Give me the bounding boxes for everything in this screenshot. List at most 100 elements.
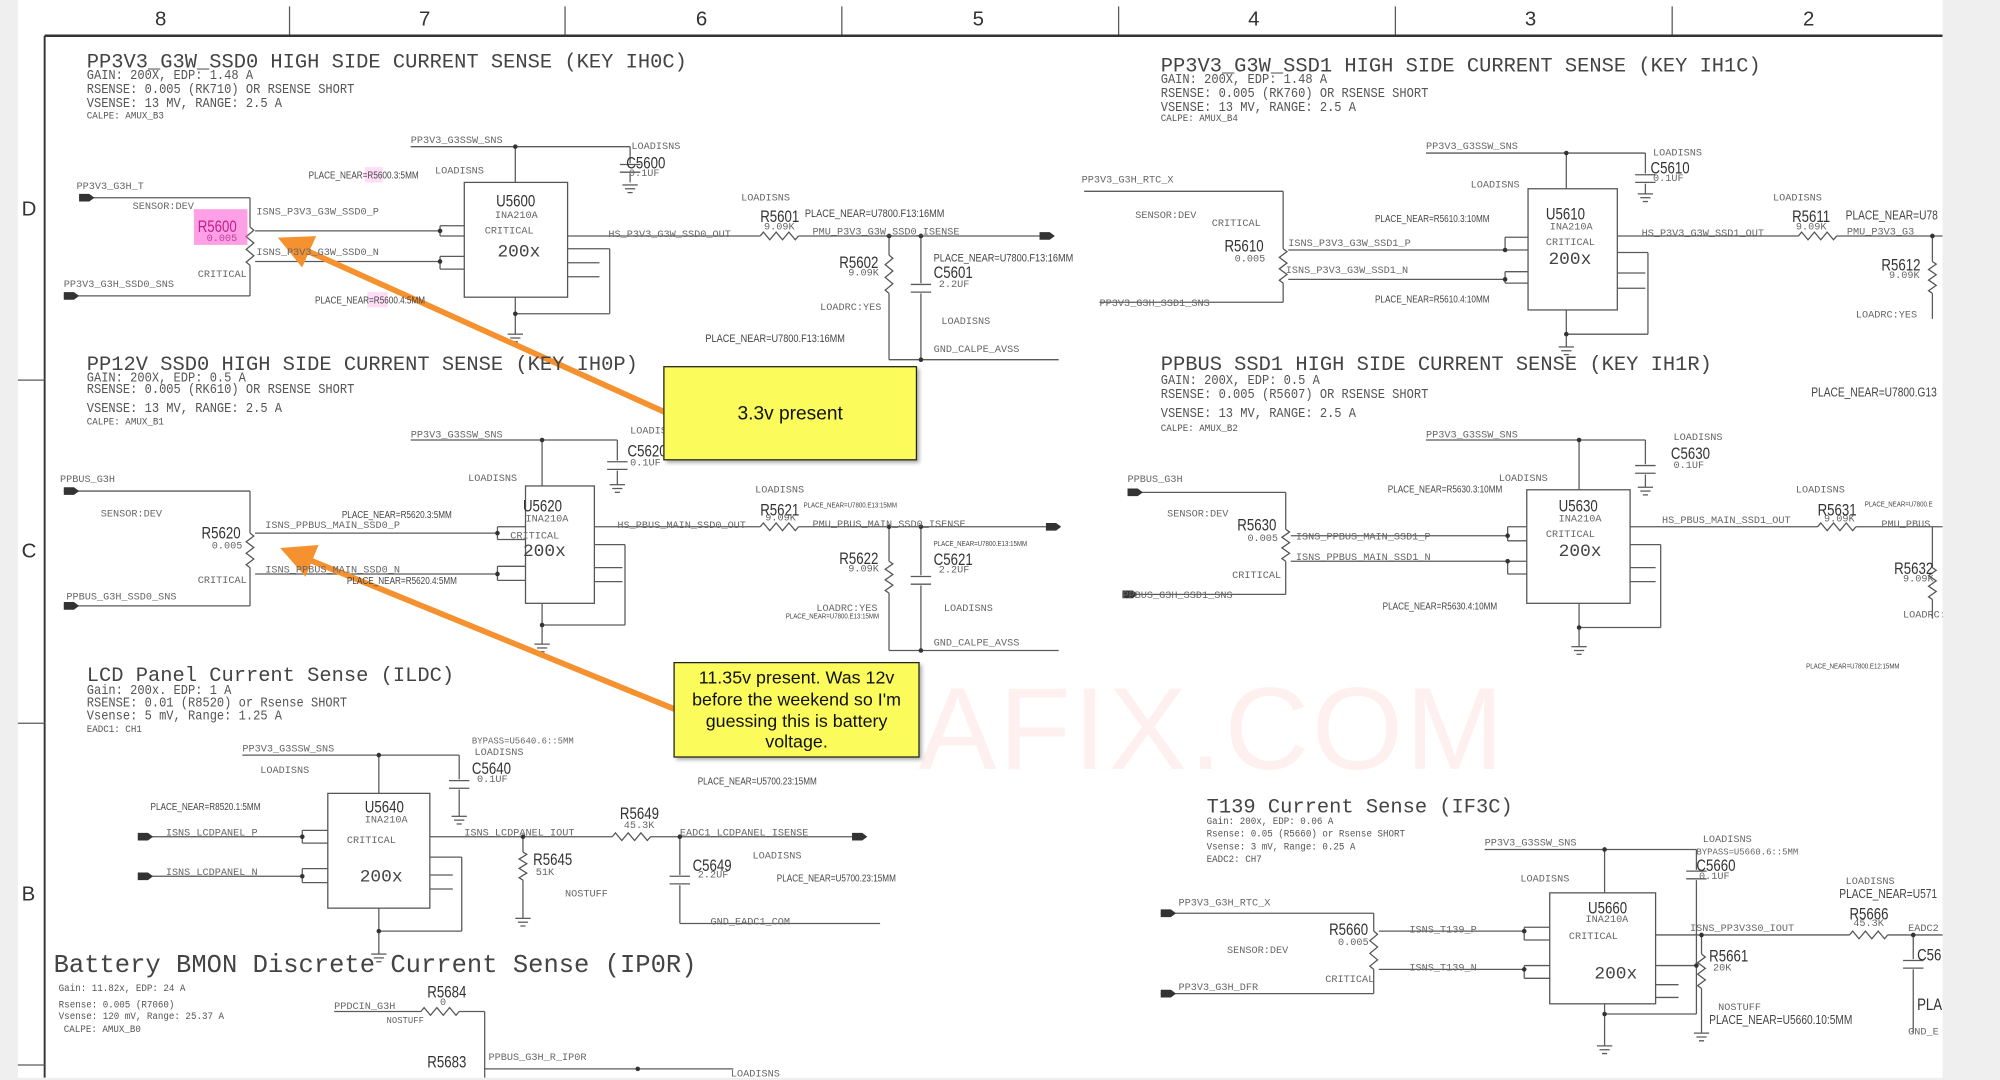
- chip-part: INA210A: [1558, 514, 1602, 526]
- net-label: PLACE_NEAR=R5610.4:10MM: [1374, 293, 1490, 305]
- port-connector: [137, 872, 154, 881]
- chip-ref: U5660: [1587, 897, 1628, 918]
- net-label: PLACE_NEAR=U7800.E13:15MM: [785, 613, 880, 622]
- net-label: ISNS_PPBUS_MAIN_SSD0_N: [265, 565, 401, 577]
- ref-designator: R5620: [201, 522, 241, 543]
- component-value: 9.09K: [848, 563, 879, 576]
- section-title-t139: T139 Current Sense (IF3C): [1206, 795, 1513, 819]
- row-label: D: [21, 198, 37, 221]
- port-connector: [1039, 232, 1055, 240]
- net-label: LOADISNS: [752, 850, 802, 863]
- net-label: HS_PBUS_MAIN_SSD1_OUT: [1661, 515, 1791, 527]
- net-label: ISNS_T139_P: [1409, 924, 1477, 937]
- callout-note-3v3[interactable]: 3.3v present: [663, 366, 918, 461]
- net-label: ISNS_LCDPANEL_N: [165, 867, 258, 879]
- net-label: PP3V3_G3H_SSD1_SNS: [1099, 298, 1210, 310]
- chip-ref: U5600: [496, 191, 536, 211]
- port-connector: [1160, 989, 1177, 998]
- section-note: CALPE: AMUX_B2: [1160, 423, 1238, 435]
- resistor-symbol: [1848, 930, 1889, 940]
- junction-dot: [437, 228, 443, 234]
- section-title-ssd0: PP3V3_G3W_SSD0 HIGH SIDE CURRENT SENSE (…: [86, 51, 687, 74]
- net-label: ISNS_LCDPANEL_IOUT: [464, 827, 575, 840]
- junction-dot: [1505, 558, 1510, 564]
- ref-designator: C5621: [933, 549, 973, 569]
- net-label: PLACE_NEAR=R8520.1:5MM: [150, 801, 261, 813]
- capacitor-gap: [619, 163, 641, 174]
- section-note: EADC1: CH1: [86, 724, 142, 736]
- net-label: PLACE_NEAR=U7800.F13:16MM: [705, 331, 845, 345]
- section-title-bmon: Battery BMON Discrete Current Sense (IP0…: [53, 951, 697, 981]
- net-label: BYPASS=U5640.6::5MM: [471, 737, 574, 748]
- net-label: ISNS_PP3V3S0_IOUT: [1690, 923, 1795, 935]
- highlight-place-near: [364, 167, 383, 183]
- section-note: VSENSE: 13 MV, RANGE: 2.5 A: [86, 401, 283, 418]
- ref-designator: C5660: [1696, 855, 1736, 875]
- capacitor-gap: [1686, 869, 1707, 881]
- net-label: LOADISNS: [631, 141, 681, 154]
- chip-critical: CRITICAL: [346, 835, 396, 847]
- net-label: PP3V3_G3SSW_SNS: [1426, 429, 1518, 442]
- section-title-pp12v: PP12V SSD0 HIGH SIDE CURRENT SENSE (KEY …: [86, 353, 638, 377]
- net-label: LOADRC:YES: [820, 302, 882, 314]
- component-value: 0.005: [1234, 253, 1266, 266]
- component-value: 0.1UF: [628, 168, 660, 180]
- chip-part: INA210A: [494, 210, 538, 222]
- junction-dot: [1502, 247, 1508, 253]
- net-label: PP3V3_G3H_SSD0_SNS: [63, 279, 175, 291]
- chip-ref: U5630: [1558, 496, 1598, 516]
- callout-note-battery[interactable]: 11.35v present. Was 12v before the weeke…: [673, 661, 920, 758]
- junction-dot: [1602, 847, 1607, 852]
- net-label: LOADRC:YES: [816, 603, 878, 615]
- net-label: LOADISNS: [1702, 834, 1752, 846]
- section-note: Gain: 11.82x, EDP: 24 A: [58, 983, 186, 995]
- junction-dot: [918, 524, 924, 530]
- resistor-symbol: [611, 831, 651, 842]
- net-label: CRITICAL: [197, 269, 247, 281]
- ref-designator: R5684: [427, 982, 467, 1002]
- port-connector: [852, 832, 868, 841]
- net-label: LOADISNS: [474, 747, 524, 759]
- port-connector: [63, 602, 80, 610]
- ref-designator: R5601: [760, 206, 800, 226]
- junction-dot: [437, 259, 443, 264]
- junction-dot: [539, 437, 545, 443]
- net-label: PLACE_NEAR=R5630.4:10MM: [1382, 600, 1498, 613]
- junction-dot: [1564, 331, 1569, 337]
- section-title-ppbus: PPBUS SSD1 HIGH SIDE CURRENT SENSE (KEY …: [1160, 353, 1712, 377]
- section-note: Gain: 200x, EDP: 0.06 A: [1206, 816, 1334, 828]
- net-label: PP3V3_G3H_RTC_X: [1178, 897, 1271, 910]
- net-label: PLACE_NEAR=R5600.3:5MM: [308, 169, 419, 182]
- chip-gain: 200x: [522, 542, 566, 563]
- net-label: PPBUS_G3H_R_IP0R: [488, 1052, 587, 1064]
- ref-designator: R5602: [839, 252, 879, 272]
- resistor-symbol: [1927, 567, 1938, 601]
- resistor-symbol: [1368, 930, 1379, 970]
- component-value: 9.09K: [1795, 221, 1827, 234]
- ref-designator: R5645: [533, 849, 573, 869]
- net-label: ISNS_P3V3_G3W_SSD0_N: [256, 247, 379, 259]
- ref-designator: C5620: [627, 441, 667, 461]
- junction-dot: [1694, 963, 1699, 968]
- junction-dot: [886, 524, 892, 530]
- net-label: PP3V3_G3SSW_SNS: [410, 135, 503, 147]
- capacitor-gap: [910, 575, 932, 586]
- net-label: LOADISNS: [1520, 873, 1570, 886]
- column-label: 8: [155, 8, 167, 31]
- component-value: 9.09K: [1889, 270, 1920, 282]
- component-value: 20K: [1712, 963, 1732, 975]
- component-value: 0.1UF: [1673, 460, 1705, 472]
- port-connector: [1045, 522, 1062, 531]
- net-label: LOADISNS: [434, 165, 484, 178]
- ref-designator: R5610: [1224, 235, 1264, 256]
- net-label: LOADISNS: [630, 426, 680, 438]
- port-connector: [1127, 488, 1143, 497]
- net-label: CRITICAL: [1325, 974, 1375, 986]
- port-connector: [79, 193, 95, 202]
- junction-dot: [1505, 533, 1510, 539]
- capacitor-gap: [1903, 959, 1924, 970]
- resistor-symbol: [1280, 528, 1291, 562]
- section-note: Vsense: 120 mV, Range: 25.37 A: [58, 1011, 225, 1023]
- chip-part: INA210A: [1585, 914, 1629, 927]
- component-value: 0.005: [211, 540, 243, 553]
